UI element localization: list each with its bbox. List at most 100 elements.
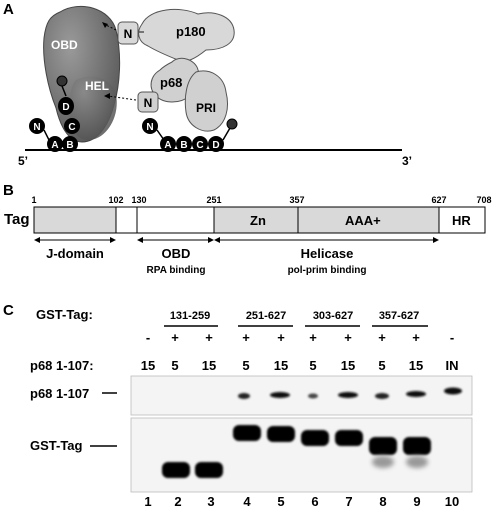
band-bot-lane-2 xyxy=(162,462,190,478)
amt-lane-7: 15 xyxy=(341,358,355,373)
lane-number-9: 9 xyxy=(413,494,420,509)
amt-lane-1: 15 xyxy=(141,358,155,373)
band-bot-lane-3 xyxy=(195,462,223,478)
segment-obd xyxy=(136,206,215,234)
pm-lane-5: + xyxy=(277,330,285,345)
lane-number-2: 2 xyxy=(174,494,181,509)
lane-number-5: 5 xyxy=(277,494,284,509)
pos-708: 708 xyxy=(476,195,491,205)
lane-number-10: 10 xyxy=(445,494,459,509)
group-357-627: 357-627 xyxy=(379,310,419,322)
amt-lane-6: 5 xyxy=(309,358,316,373)
lane-number-4: 4 xyxy=(243,494,251,509)
p180-n-domain xyxy=(117,21,139,45)
right-domain-b xyxy=(176,136,192,152)
left-domain-chain: N A B C D xyxy=(29,75,80,152)
left-domain-b xyxy=(62,136,78,152)
obd-label: OBD xyxy=(51,38,78,52)
svg-text:A: A xyxy=(164,140,171,151)
segment-j-domain xyxy=(33,206,117,234)
p68-amount-header: p68 1-107: xyxy=(30,358,94,373)
pm-lane-4: + xyxy=(242,330,250,345)
lane-number-3: 3 xyxy=(207,494,214,509)
lane-number-row: 1 2 3 4 5 6 7 8 9 10 xyxy=(144,494,459,509)
svg-text:N: N xyxy=(33,122,40,133)
left-domain-n xyxy=(29,118,45,134)
band-bot-lane-9 xyxy=(403,437,431,455)
svg-text:C: C xyxy=(196,140,203,151)
left-domain-d xyxy=(58,97,74,115)
segment-linker xyxy=(115,206,138,234)
region-helicase: Helicase xyxy=(301,246,354,261)
p68-label: p68 xyxy=(160,75,182,90)
panel-a: A 5’ 3’ OBD HEL N A B C D p180 xyxy=(3,1,412,168)
pm-lane-3: + xyxy=(205,330,213,345)
right-domain-chain: N A B C D xyxy=(142,118,238,152)
band-bot-lane-5 xyxy=(267,426,295,442)
pos-627: 627 xyxy=(431,195,446,205)
band-top-lane-7 xyxy=(338,392,358,398)
region-obd: OBD xyxy=(162,246,191,261)
panel-b-label: B xyxy=(3,182,14,199)
svg-text:D: D xyxy=(62,102,69,113)
segment-hr-label: HR xyxy=(452,213,471,228)
band-top-lane-9 xyxy=(406,391,426,397)
p180-label: p180 xyxy=(176,24,206,39)
band-top-lane-10 xyxy=(444,387,462,395)
gst-tag-header: GST-Tag: xyxy=(36,307,93,322)
amt-lane-9: 15 xyxy=(409,358,423,373)
blot-bottom-bands xyxy=(162,425,431,478)
band-bot-lane-4 xyxy=(233,425,261,441)
left-domain-a xyxy=(47,136,63,152)
group-303-627: 303-627 xyxy=(313,310,353,322)
pos-102: 102 xyxy=(108,195,123,205)
svg-text:B: B xyxy=(180,140,187,151)
segment-aaa-label: AAA+ xyxy=(345,213,381,228)
band-bot-lane-7 xyxy=(335,430,363,446)
amt-lane-8: 5 xyxy=(378,358,385,373)
band-top-lane-4 xyxy=(238,393,250,399)
segment-hr xyxy=(438,206,486,234)
group-251-627: 251-627 xyxy=(246,310,286,322)
pm-lane-2: + xyxy=(171,330,179,345)
p180-shape xyxy=(138,8,235,62)
pm-lane-8: + xyxy=(378,330,386,345)
pm-lane-7: + xyxy=(344,330,352,345)
svg-text:C: C xyxy=(68,122,75,133)
right-domain-n xyxy=(142,118,158,134)
region-jdomain: J-domain xyxy=(46,246,104,261)
lane-number-8: 8 xyxy=(379,494,386,509)
panel-c-label: C xyxy=(3,302,14,319)
p68-interaction-arrow xyxy=(107,95,137,101)
svg-text:B: B xyxy=(66,140,73,151)
plusminus-row: - + + + + + + + + - xyxy=(146,330,454,345)
blot-bottom-label: GST-Tag xyxy=(30,438,83,453)
region-helicase-sub: pol-prim binding xyxy=(288,265,367,276)
lane-number-1: 1 xyxy=(144,494,151,509)
amt-lane-2: 5 xyxy=(171,358,178,373)
blot-top-bands xyxy=(238,387,462,399)
panel-a-label: A xyxy=(3,1,14,18)
panel-c: C GST-Tag: 131-259 251-627 303-627 357-6… xyxy=(3,302,473,509)
pri-shape xyxy=(184,70,228,132)
svg-text:N: N xyxy=(146,122,153,133)
left-tail-knob xyxy=(56,75,68,87)
band-top-lane-6 xyxy=(308,393,318,399)
smear-lane-8 xyxy=(372,456,394,468)
right-domain-c xyxy=(192,136,208,152)
amt-lane-10: IN xyxy=(446,358,459,373)
pos-357: 357 xyxy=(289,195,304,205)
strand-3-label: 3’ xyxy=(402,154,412,168)
svg-text:N: N xyxy=(144,96,153,110)
pm-lane-1: - xyxy=(146,330,150,345)
segment-zn-label: Zn xyxy=(250,213,266,228)
band-bot-lane-6 xyxy=(301,430,329,446)
pri-label: PRI xyxy=(196,101,216,115)
group-131-259: 131-259 xyxy=(170,310,210,322)
lane-number-6: 6 xyxy=(311,494,318,509)
amount-row: 15 5 15 5 15 5 15 5 15 IN xyxy=(141,358,459,373)
panel-b: B 1 102 130 251 357 627 708 Tag Zn AAA+ … xyxy=(3,182,492,276)
pos-1: 1 xyxy=(31,195,36,205)
amt-lane-5: 15 xyxy=(274,358,288,373)
amt-lane-4: 5 xyxy=(242,358,249,373)
